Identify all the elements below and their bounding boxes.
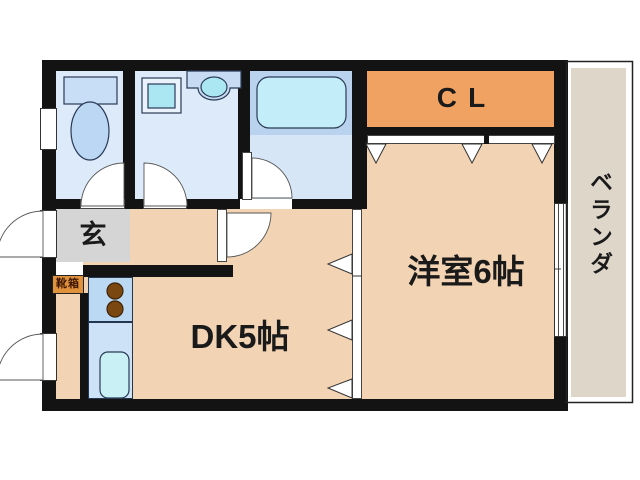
- shoebox: [52, 275, 84, 294]
- closet-door-track: [367, 135, 555, 144]
- washroom-door-leaf: [143, 199, 187, 209]
- closet-bottom-bar: [367, 127, 555, 135]
- wall-bathroom-western: [352, 60, 367, 209]
- wall-band-2: [125, 199, 143, 209]
- bathroom-tub-band: [250, 71, 352, 135]
- dk-door-leaf: [217, 209, 227, 262]
- toilet-room-floor: [56, 71, 123, 199]
- entrance-step: [56, 262, 83, 276]
- wall-band-4: [292, 199, 352, 209]
- kitchen-sink-counter: [88, 322, 133, 399]
- wall-kitchen-left: [80, 293, 88, 399]
- toilet-door-leaf: [80, 199, 125, 209]
- wall-entrance-kitchen: [83, 265, 233, 277]
- toilet-window: [40, 108, 57, 150]
- bathroom-door-leaf: [242, 152, 252, 200]
- entrance-floor: [56, 209, 130, 262]
- closet-label: CL: [436, 82, 497, 113]
- bathroom-doorway: [240, 199, 292, 209]
- veranda-label: ベランダ: [586, 169, 613, 279]
- wall-bottom: [42, 399, 568, 411]
- dk-label: DK5帖: [190, 317, 290, 355]
- partition-sliding-door: [352, 209, 362, 399]
- western-room-label: 洋室6帖: [407, 252, 525, 290]
- closet-track-divider: [484, 133, 489, 144]
- storage-doorway: [40, 333, 57, 381]
- wall-band-1: [56, 199, 80, 209]
- entrance-door-arc: [0, 210, 44, 258]
- entrance-label: 玄: [79, 220, 107, 250]
- wall-band-3: [187, 199, 240, 209]
- wall-top: [42, 60, 566, 71]
- shoebox-label: 靴箱: [56, 278, 80, 290]
- western-room-floor: [362, 144, 554, 399]
- storage-door-arc: [0, 333, 44, 381]
- wall-toilet-washroom: [123, 71, 135, 209]
- wall-right-lower: [554, 337, 568, 411]
- washroom-floor: [135, 71, 238, 199]
- wall-right-upper: [554, 60, 568, 203]
- closet-area: [367, 71, 555, 127]
- entrance-doorway: [40, 210, 57, 258]
- kitchen-stove-counter: [88, 277, 133, 322]
